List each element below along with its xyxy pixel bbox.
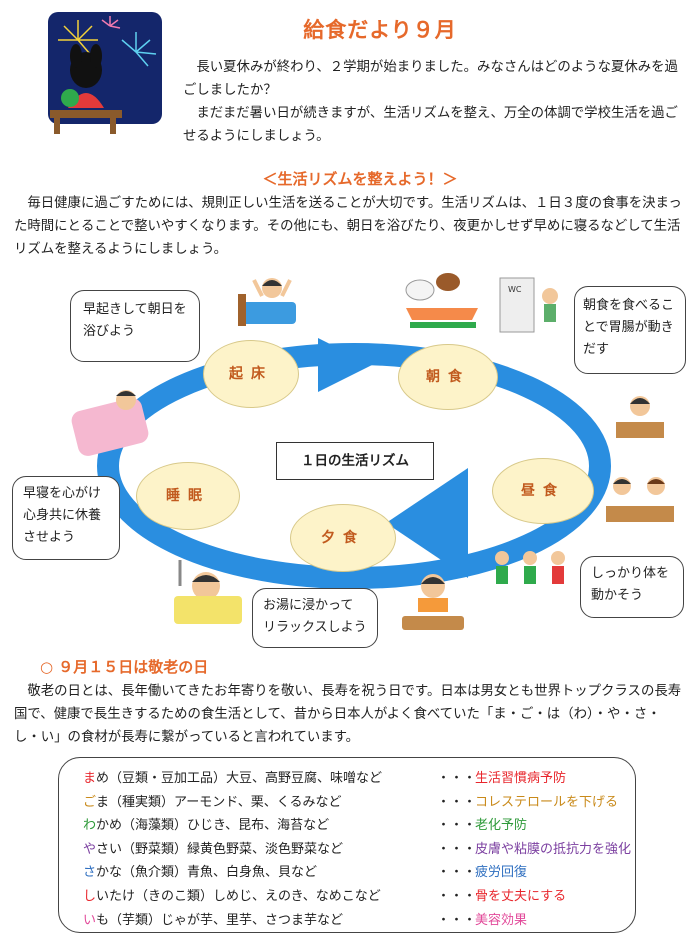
- food-initial: さ: [83, 865, 97, 881]
- intro-paragraph-2: まだまだ暑い日が続きますが、生活リズムを整え、万全の体調で学校生活を過ごせるよう…: [183, 106, 678, 144]
- magowayasashii-food-list: まめ（豆類・豆加工品）大豆、高野豆腐、味噌など ・・・ 生活習慣病予防 ごま（種…: [58, 757, 636, 933]
- wc-label: WC: [508, 285, 522, 294]
- bubble-wake-line-2: 浴びよう: [83, 324, 136, 339]
- food-effect: 疲労回復: [475, 865, 528, 881]
- food-dots: ・・・: [437, 912, 477, 928]
- bubble-breakfast-line-2: とで胃腸が動き: [583, 320, 674, 335]
- food-description: かな（魚介類）青魚、白身魚、貝など: [96, 865, 318, 881]
- bubble-bath-line-1: お湯に浸かって: [263, 598, 354, 613]
- food-effect: 皮膚や粘膜の抵抗力を強化: [475, 841, 632, 857]
- cycle-node-sleep: 睡眠: [136, 462, 240, 530]
- food-effect: コレステロールを下げる: [475, 794, 619, 810]
- fireworks-illustration: [48, 12, 162, 134]
- food-initial: や: [83, 841, 97, 857]
- cycle-center-label: １日の生活リズム: [276, 442, 434, 480]
- food-effect: 老化予防: [475, 818, 528, 834]
- bubble-bath: お湯に浸かって リラックスしよう: [252, 588, 378, 648]
- studying-child-illustration: [616, 396, 664, 438]
- bubble-wake: 早起きして朝日を 浴びよう: [70, 290, 200, 362]
- cycle-arrow-top: [318, 338, 372, 392]
- sleeping-child-illustration: [71, 390, 149, 456]
- cycle-diagram: [97, 338, 611, 589]
- food-initial: い: [83, 912, 97, 928]
- food-initial: し: [83, 888, 97, 904]
- food-dots: ・・・: [437, 841, 477, 857]
- food-description: さい（野菜類）緑黄色野菜、淡色野菜など: [96, 841, 344, 857]
- bubble-exercise-line-2: 動かそう: [591, 588, 644, 603]
- dinner-child-illustration: [402, 574, 464, 630]
- bubble-exercise: しっかり体を 動かそう: [580, 556, 684, 618]
- food-dots: ・・・: [437, 771, 477, 786]
- food-effect: 生活習慣病予防: [475, 771, 567, 786]
- bubble-sleep: 早寝を心がけ 心身共に休養 させよう: [12, 476, 120, 560]
- keirou-paragraph: 敬老の日とは、長年働いてきたお年寄りを敬い、長寿を祝う日です。日本は男女とも世界…: [14, 684, 682, 745]
- bubble-breakfast-line-3: だす: [583, 342, 610, 357]
- bubble-exercise-line-1: しっかり体を: [591, 566, 670, 581]
- food-dots: ・・・: [437, 865, 477, 881]
- bubble-bath-line-2: リラックスしよう: [263, 620, 367, 635]
- food-row: わかめ（海藻類）ひじき、昆布、海苔など ・・・ 老化予防: [83, 814, 635, 838]
- food-description: も（芋類）じゃが芋、里芋、さつま芋など: [96, 912, 344, 928]
- cycle-node-dinner: 夕食: [290, 504, 396, 572]
- bubble-sleep-line-3: させよう: [23, 530, 76, 545]
- exercise-children-illustration: [495, 551, 565, 584]
- bubble-sleep-line-1: 早寝を心がけ: [23, 486, 102, 501]
- food-row: さかな（魚介類）青魚、白身魚、貝など ・・・ 疲労回復: [83, 861, 635, 885]
- food-description: いたけ（きのこ類）しめじ、えのき、なめこなど: [96, 888, 381, 904]
- food-row: まめ（豆類・豆加工品）大豆、高野豆腐、味噌など ・・・ 生活習慣病予防: [83, 767, 635, 791]
- cycle-arrow-bottom: [386, 468, 468, 578]
- food-description: ま（種実類）アーモンド、栗、くるみなど: [96, 794, 342, 810]
- intro-paragraph-1: 長い夏休みが終わり、２学期が始まりました。みなさんはどのような夏休みを過ごしまし…: [183, 60, 678, 98]
- food-row: いも（芋類）じゃが芋、里芋、さつま芋など ・・・ 美容効果: [83, 909, 635, 933]
- food-row: しいたけ（きのこ類）しめじ、えのき、なめこなど ・・・ 骨を丈夫にする: [83, 885, 635, 909]
- page-title: 給食だより９月: [303, 18, 457, 42]
- bath-illustration: [174, 560, 242, 624]
- food-effect: 骨を丈夫にする: [475, 888, 567, 904]
- cycle-node-wake: 起床: [203, 340, 299, 408]
- intro-text: 長い夏休みが終わり、２学期が始まりました。みなさんはどのような夏休みを過ごしまし…: [183, 56, 683, 148]
- food-effect: 美容効果: [475, 912, 528, 928]
- rhythm-paragraph: 毎日健康に過ごすためには、規則正しい生活を送ることが大切です。生活リズムは、１日…: [14, 196, 682, 257]
- food-dots: ・・・: [437, 888, 477, 904]
- rhythm-heading: ＜生活リズムを整えよう！＞: [262, 170, 458, 188]
- cycle-ring: [97, 343, 611, 589]
- bubble-sleep-line-2: 心身共に休養: [23, 508, 102, 523]
- cycle-node-lunch: 昼食: [492, 458, 594, 524]
- lunch-children-illustration: [606, 477, 674, 522]
- bubble-wake-line-1: 早起きして朝日を: [83, 302, 187, 317]
- food-initial: わ: [83, 818, 97, 834]
- bubble-breakfast: 朝食を食べるこ とで胃腸が動き だす: [574, 286, 686, 374]
- cycle-node-breakfast: 朝食: [398, 344, 498, 410]
- breakfast-illustration: [405, 273, 478, 328]
- rhythm-text: 毎日健康に過ごすためには、規則正しい生活を送ることが大切です。生活リズムは、１日…: [14, 192, 686, 261]
- food-row: やさい（野菜類）緑黄色野菜、淡色野菜など ・・・ 皮膚や粘膜の抵抗力を強化: [83, 838, 635, 862]
- food-dots: ・・・: [437, 818, 477, 834]
- food-description: め（豆類・豆加工品）大豆、高野豆腐、味噌など: [96, 771, 383, 786]
- food-dots: ・・・: [437, 794, 477, 810]
- toilet-door-illustration: WC: [499, 277, 558, 333]
- food-initial: ま: [83, 771, 97, 786]
- food-initial: ご: [83, 794, 97, 810]
- keirou-text: 敬老の日とは、長年働いてきたお年寄りを敬い、長寿を祝う日です。日本は男女とも世界…: [14, 680, 686, 749]
- keirou-heading: ○ ９月１５日は敬老の日: [40, 658, 209, 676]
- food-description: かめ（海藻類）ひじき、昆布、海苔など: [96, 818, 330, 834]
- bubble-breakfast-line-1: 朝食を食べるこ: [583, 298, 675, 313]
- wake-up-illustration: [238, 278, 296, 326]
- food-row: ごま（種実類）アーモンド、栗、くるみなど ・・・ コレステロールを下げる: [83, 791, 635, 815]
